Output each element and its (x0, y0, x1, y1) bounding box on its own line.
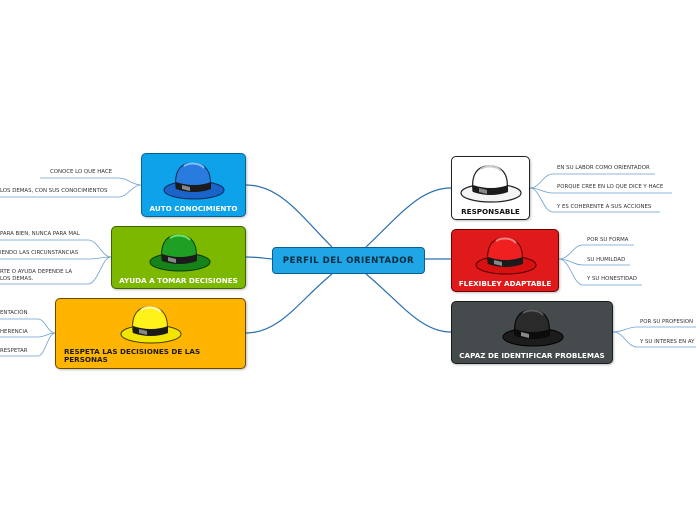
leaf-capaz-2: Y SU INTERES EN AY (640, 339, 695, 345)
blue-hat-icon (163, 162, 225, 200)
node-ayuda[interactable]: AYUDA A TOMAR DECISIONES (111, 226, 246, 289)
black-hat-icon (502, 309, 564, 347)
connector-capaz (365, 273, 452, 333)
white-hat-icon (460, 165, 522, 203)
leaf-line-ayuda-2 (0, 256, 112, 260)
leaf-line-capaz-2 (612, 331, 696, 348)
leaf-line-respeta-1 (0, 318, 56, 334)
central-topic-label: PERFIL DEL ORIENTADOR (282, 255, 415, 266)
yellow-hat-icon (120, 306, 182, 344)
node-responsable[interactable]: RESPONSABLE (451, 156, 530, 220)
leaf-flex-3: Y SU HONESTIDAD (587, 276, 638, 282)
leaf-line-resp-3 (529, 187, 660, 213)
node-responsable-title: RESPONSABLE (461, 207, 520, 216)
leaf-line-flex-2 (558, 258, 630, 266)
leaf-flex-1: POR SU FORMA (587, 237, 629, 243)
node-flexible[interactable]: FLEXIBLEY ADAPTABLE (451, 229, 559, 292)
red-hat-icon (475, 237, 537, 275)
leaf-line-resp-2 (529, 187, 672, 194)
leaf-line-capaz-1 (612, 326, 696, 333)
node-capaz[interactable]: CAPAZ DE IDENTIFICAR PROBLEMAS (451, 301, 613, 364)
node-auto-conocimiento[interactable]: AUTO CONOCIMIENTO (141, 153, 246, 217)
leaf-resp-1: EN SU LABOR COMO ORIENTADOR (557, 165, 650, 171)
node-respeta-title-1: RESPETA LAS DECISIONES DE LAS (64, 347, 201, 356)
connector-respeta (245, 273, 333, 334)
leaf-ayuda-3: RTE O AYUDA DEPENDE LA (0, 269, 73, 275)
leaf-resp-2: PORQUE CREE EN LO QUE DICE Y HACE (557, 184, 664, 190)
connector-auto-conocimiento (245, 184, 333, 248)
leaf-line-flex-3 (558, 258, 642, 286)
node-capaz-title: CAPAZ DE IDENTIFICAR PROBLEMAS (459, 351, 605, 360)
green-hat-icon (149, 234, 211, 272)
leaf-line-auto-2 (0, 184, 142, 198)
connector-responsable (365, 187, 452, 248)
connector-ayuda (245, 256, 273, 260)
leaf-capaz-1: POR SU PROFESION (640, 319, 694, 325)
leaf-auto-2: LOS DEMAS, CON SUS CONOCIMIENTOS (0, 188, 108, 194)
node-auto-conocimiento-title: AUTO CONOCIMIENTO (149, 204, 238, 213)
node-flexible-title: FLEXIBLEY ADAPTABLE (458, 279, 552, 288)
leaf-line-resp-1 (529, 173, 655, 189)
leaf-line-respeta-3 (0, 332, 56, 357)
leaf-resp-3: Y ES COHERENTE A SUS ACCIONES (557, 204, 652, 210)
leaf-line-ayuda-3 (0, 256, 112, 285)
leaf-line-ayuda-1 (0, 239, 112, 258)
node-respeta-title-2: PERSONAS (64, 355, 108, 364)
leaf-line-respeta-2 (0, 332, 56, 338)
node-ayuda-title: AYUDA A TOMAR DECISIONES (119, 276, 238, 285)
leaf-line-flex-1 (558, 244, 634, 260)
leaf-respeta-2: HERENCIA (0, 329, 28, 335)
leaf-ayuda-4: LOS DEMAS. (0, 276, 34, 282)
leaf-ayuda-2: IENDO LAS CIRCUNSTANCIAS (0, 250, 79, 256)
leaf-auto-1: CONOCE LO QUE HACE (50, 169, 113, 175)
central-topic[interactable]: PERFIL DEL ORIENTADOR (272, 247, 425, 274)
node-respeta[interactable]: RESPETA LAS DECISIONES DE LAS PERSONAS (55, 298, 246, 369)
leaf-respeta-3: RESPETAR (0, 348, 28, 354)
leaf-ayuda-1: PARA BIEN, NUNCA PARA MAL (0, 231, 80, 237)
leaf-line-auto-1 (40, 177, 142, 186)
leaf-flex-2: SU HUMILDAD (587, 257, 626, 263)
leaf-respeta-1: ENTACIÓN (0, 310, 28, 316)
